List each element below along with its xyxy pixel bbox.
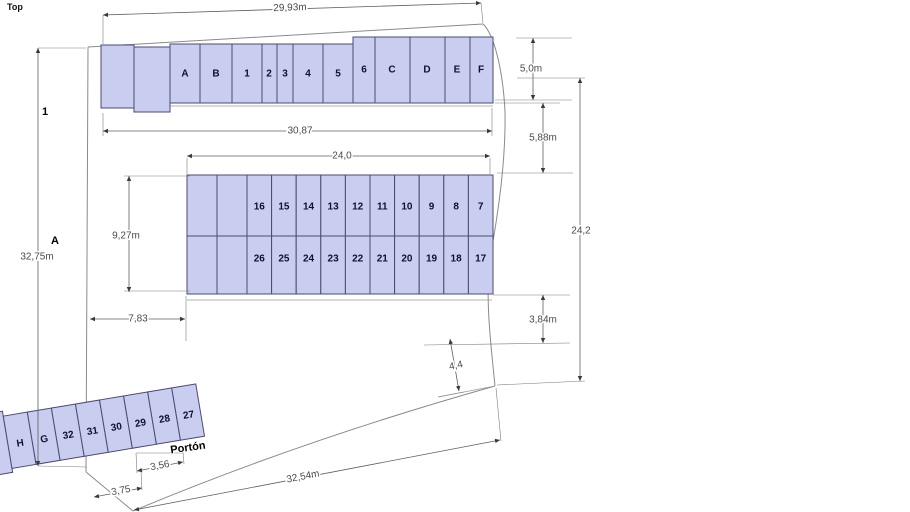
- parking-cell-label: E: [454, 65, 461, 76]
- parking-cell-label: 19: [426, 254, 438, 265]
- parking-cell-9[interactable]: [418, 174, 445, 237]
- dim-label-24-2: 24,2: [571, 226, 591, 237]
- parking-cell-label: 5: [335, 69, 341, 80]
- dim-label-32-75: 32,75m: [20, 252, 53, 263]
- parking-cell-label: 2: [266, 69, 272, 80]
- boundary-top: [87, 23, 484, 48]
- dim-label-7-83: 7,83: [128, 314, 148, 325]
- parking-cell-17[interactable]: [467, 235, 494, 295]
- boundary-left: [85, 46, 89, 473]
- parking-cell-label: B: [212, 69, 219, 80]
- parking-cell-label: 21: [377, 254, 389, 265]
- parking-cell-21[interactable]: [369, 235, 396, 295]
- boundary-right: [482, 23, 506, 387]
- parking-cell-label: 10: [401, 202, 413, 213]
- parking-top-row[interactable]: A B 1 2 3 4 5 6 C D E F: [100, 36, 494, 113]
- parking-cell-label: G: [40, 434, 50, 446]
- parking-cell-26[interactable]: [246, 235, 273, 295]
- parking-cell-label: 11: [377, 202, 388, 213]
- parking-cell-label: H: [16, 438, 25, 450]
- lot-number-label: 1: [42, 106, 48, 118]
- parking-cell-14[interactable]: [295, 174, 322, 237]
- parking-cell-22[interactable]: [344, 235, 371, 295]
- parking-cell-label: 16: [254, 202, 266, 213]
- parking-cell-12[interactable]: [344, 174, 371, 237]
- dim-line-32-54: [133, 438, 501, 512]
- dimension-labels: 32,75m 29,93m 30,87 5,0m 5,88m 24,2 24,0…: [19, 0, 593, 499]
- dim-line-3-56: [136, 460, 184, 473]
- parking-cell-label: 31: [86, 425, 99, 438]
- dimension-lines: [35, 0, 583, 512]
- parking-cell-27[interactable]: [171, 383, 206, 441]
- parking-cell-label: 9: [429, 202, 435, 213]
- parking-cell-label: 12: [352, 202, 364, 213]
- parking-cell-unlabeled[interactable]: [186, 235, 218, 295]
- parking-cell-B[interactable]: [199, 43, 233, 104]
- parking-cell-11[interactable]: [369, 174, 396, 237]
- parking-cell-label: 30: [110, 421, 123, 434]
- dim-label-3-75: 3,75: [110, 484, 132, 498]
- dim-line-3-75: [93, 486, 143, 499]
- dim-label-3-56: 3,56: [149, 459, 171, 473]
- parking-cell-unlabeled[interactable]: [216, 235, 248, 295]
- parking-cell-label: D: [423, 65, 430, 76]
- parking-cell-label: 32: [62, 429, 75, 442]
- dim-label-32-54: 32,54m: [286, 468, 321, 485]
- parking-cell-label: 24: [303, 254, 315, 265]
- view-name-label: Top: [7, 2, 23, 12]
- dim-line-4-4: [448, 338, 461, 392]
- parking-cell-label: F: [478, 65, 484, 76]
- parking-cell-label: 20: [401, 254, 413, 265]
- parking-cell-19[interactable]: [418, 235, 445, 295]
- parking-cell-label: A: [181, 69, 188, 80]
- parking-cell-D[interactable]: [409, 36, 446, 104]
- parking-cell-label: 23: [328, 254, 340, 265]
- parking-cell-label: 14: [303, 202, 315, 213]
- dim-label-24-0: 24,0: [332, 151, 352, 162]
- parking-cell-label: 3: [282, 69, 288, 80]
- parking-cell-unlabeled[interactable]: [216, 174, 248, 237]
- parking-cell-label: 26: [254, 254, 266, 265]
- parking-cell-20[interactable]: [394, 235, 420, 295]
- parking-cell-label: 15: [278, 202, 290, 213]
- dim-label-5-88: 5,88m: [529, 133, 557, 144]
- parking-cell-label: 18: [451, 254, 463, 265]
- parking-cell-label: 6: [361, 65, 367, 76]
- parking-cell-A[interactable]: [169, 43, 201, 104]
- parking-cell-label: 7: [478, 202, 484, 213]
- dim-label-30-87: 30,87: [287, 126, 312, 137]
- parking-cell-label: 27: [182, 409, 195, 422]
- parking-cell-label: 4: [305, 69, 311, 80]
- parking-cell-C[interactable]: [374, 36, 411, 104]
- parking-cell-24[interactable]: [295, 235, 322, 295]
- parking-cell-label: 8: [453, 202, 459, 213]
- dim-label-3-84: 3,84m: [529, 315, 557, 326]
- parking-bottom-row[interactable]: H G 32 31 30 29 28 27: [0, 379, 206, 484]
- block-letter-label: A: [51, 235, 59, 247]
- parking-cell-25[interactable]: [271, 235, 297, 295]
- dim-label-9-27: 9,27m: [112, 231, 140, 242]
- parking-cell-label: 22: [352, 254, 364, 265]
- parking-cell-label: 29: [134, 417, 147, 430]
- parking-cell-unlabeled[interactable]: [186, 174, 218, 237]
- parking-cell-18[interactable]: [443, 235, 469, 295]
- parking-cell-E[interactable]: [444, 36, 471, 104]
- gate-label: Portón: [170, 440, 207, 457]
- parking-cell-label: 17: [475, 254, 487, 265]
- parking-cell-label: 28: [158, 413, 171, 426]
- parking-cell-unlabeled[interactable]: [133, 46, 171, 113]
- parking-cell-label: 25: [278, 254, 290, 265]
- parking-middle-block[interactable]: 16 15 14 13 12 11 10 9 8 7 26 25 24 23 2…: [186, 174, 494, 295]
- parking-cell-unlabeled[interactable]: [100, 44, 135, 109]
- parking-cell-label: 1: [244, 69, 250, 80]
- parking-cell-F[interactable]: [469, 36, 494, 104]
- parking-cell-label: C: [388, 65, 395, 76]
- parking-cell-23[interactable]: [320, 235, 346, 295]
- dim-label-29-93: 29,93m: [273, 2, 307, 14]
- parking-cell-label: 13: [328, 202, 340, 213]
- dim-label-4-4: 4,4: [448, 359, 464, 373]
- dim-label-5-0: 5,0m: [520, 64, 542, 75]
- dim-line-29-93: [102, 0, 482, 18]
